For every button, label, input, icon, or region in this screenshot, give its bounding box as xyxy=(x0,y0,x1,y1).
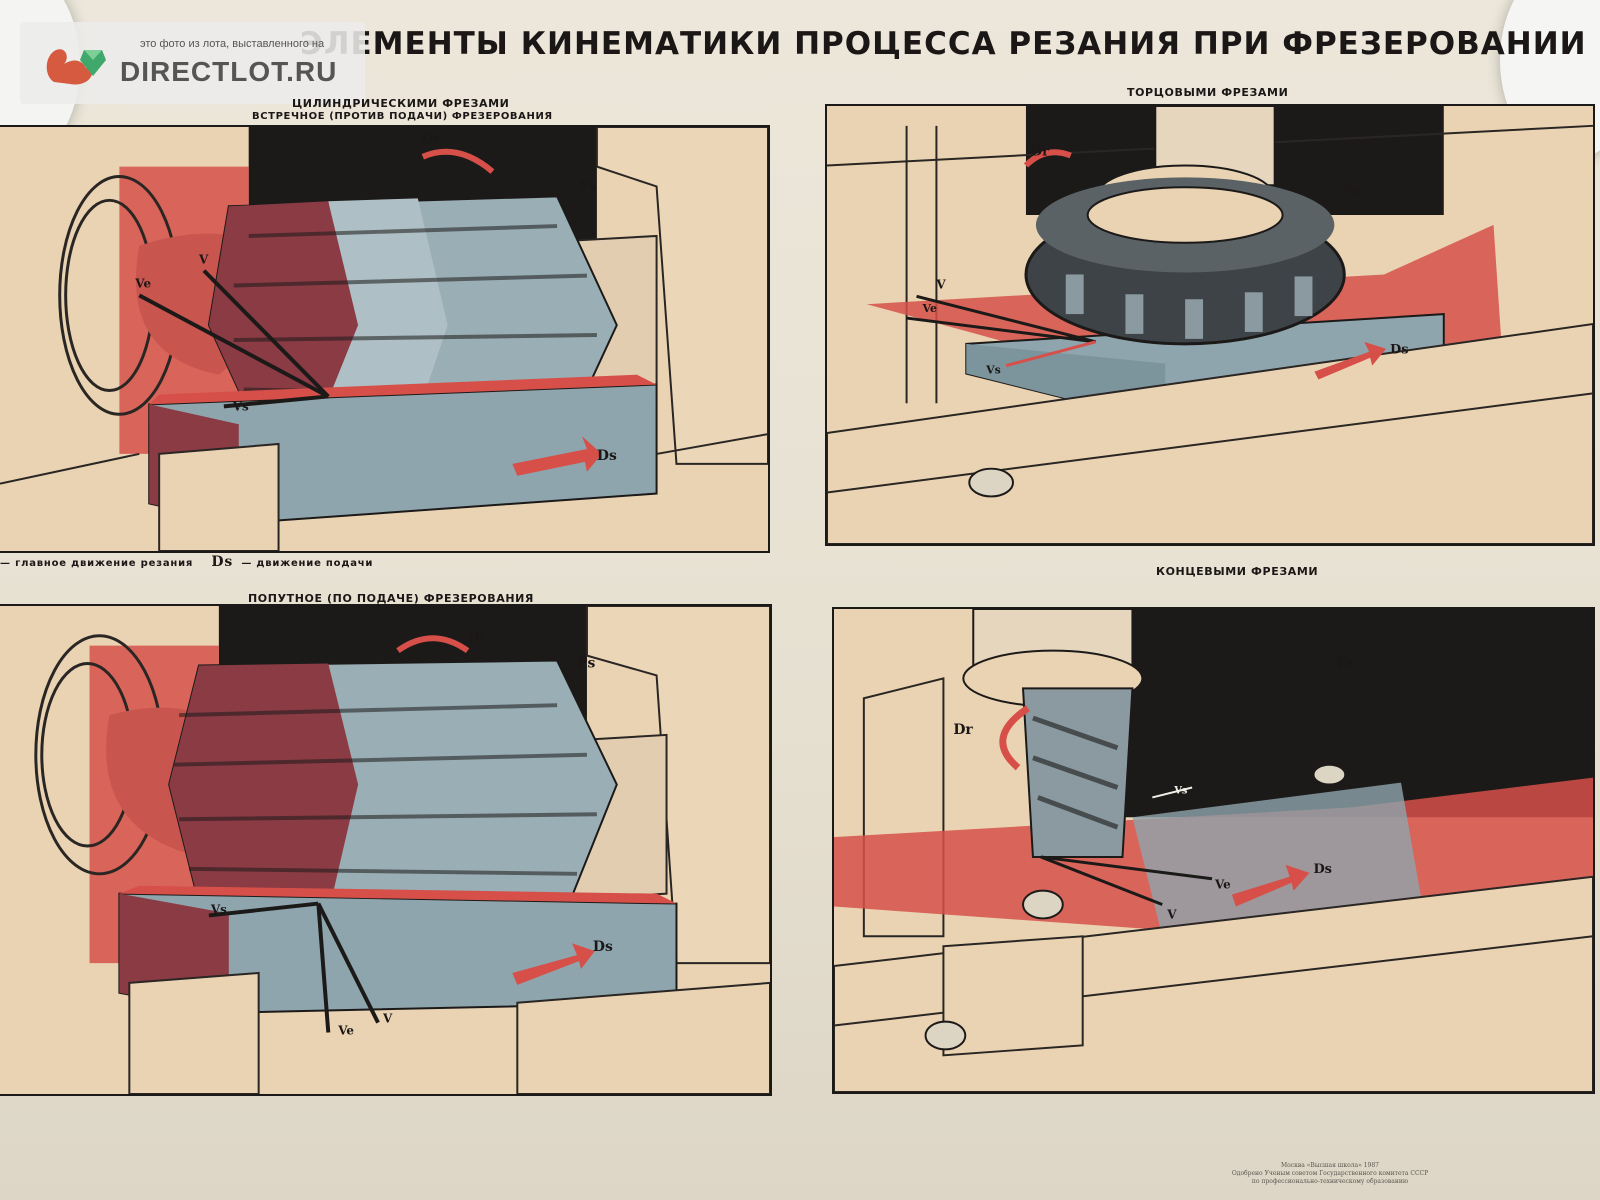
legend-feed-symbol: Ds xyxy=(211,554,234,570)
poster-title: ЭЛЕМЕНТЫ КИНЕМАТИКИ ПРОЦЕССА РЕЗАНИЯ ПРИ… xyxy=(300,26,1587,62)
symbol-ds: Ds xyxy=(597,448,617,464)
symbol-ve: Ve xyxy=(337,1024,354,1038)
symbol-dr: Dr xyxy=(421,131,441,147)
legend: — главное движение резания Ds — движение… xyxy=(0,554,373,570)
symbol-dr: Dr xyxy=(468,630,488,646)
legend-main-motion: — главное движение резания xyxy=(0,558,194,569)
imprint-line-1: Москва «Высшая школа» 1987 xyxy=(1281,1162,1379,1169)
panel-face-milling: Dr Ps V Ve Vs Ds xyxy=(825,104,1595,546)
symbol-v: V xyxy=(935,277,946,291)
symbol-ve: Ve xyxy=(1214,878,1231,892)
symbol-dr: Dr xyxy=(1031,145,1049,160)
symbol-ve: Ve xyxy=(134,277,151,291)
label-cylindrical: ЦИЛИНДРИЧЕСКИМИ ФРЕЗАМИ xyxy=(292,97,510,110)
symbol-ps: Ps xyxy=(579,178,597,194)
symbol-vs: Vs xyxy=(232,399,249,413)
symbol-ds: Ds xyxy=(1390,343,1408,358)
watermark: это фото из лота, выставленного на DIREC… xyxy=(20,22,365,104)
panel-down-milling: Dr Ps V Ve Vs Ds xyxy=(0,604,772,1096)
symbol-ps: Ps xyxy=(577,656,595,672)
watermark-brand: DIRECTLOT.RU xyxy=(120,56,338,87)
watermark-caption: это фото из лота, выставленного на xyxy=(140,38,325,50)
symbol-ps: Ps xyxy=(1336,656,1353,671)
symbol-v: V xyxy=(198,253,209,267)
label-down-milling: ПОПУТНОЕ (ПО ПОДАЧЕ) ФРЕЗЕРОВАНИЯ xyxy=(248,592,534,605)
symbol-v: V xyxy=(382,1012,393,1026)
symbol-vs: Vs xyxy=(985,364,1001,377)
legend-feed-motion: — движение подачи xyxy=(241,558,374,569)
symbol-v: V xyxy=(1166,907,1177,921)
symbol-ds: Ds xyxy=(1313,862,1331,877)
symbol-vs: Vs xyxy=(1173,785,1188,796)
symbol-ps: Ps xyxy=(1344,184,1360,198)
label-up-milling: ВСТРЕЧНОЕ (ПРОТИВ ПОДАЧИ) ФРЕЗЕРОВАНИЯ xyxy=(252,111,553,122)
panel-up-milling: Dr Ps V Ve Vs Ds xyxy=(0,125,770,553)
label-end-milling: КОНЦЕВЫМИ ФРЕЗАМИ xyxy=(1156,565,1319,578)
symbol-dr: Dr xyxy=(953,722,973,738)
imprint-line-3: по профессионально-техническому образова… xyxy=(1251,1178,1409,1185)
squirrel-logo-icon xyxy=(46,49,106,85)
symbol-vs: Vs xyxy=(210,902,227,916)
imprint-line-2: Одобрено Ученым советом Государственного… xyxy=(1231,1170,1429,1177)
symbol-ve: Ve xyxy=(921,302,936,315)
imprint: Москва «Высшая школа» 1987 Одобрено Учен… xyxy=(1170,1162,1490,1186)
symbol-ds: Ds xyxy=(593,939,613,955)
panel-end-milling: Dr Ps V Ve Vs Ds xyxy=(832,607,1595,1094)
label-face-milling: ТОРЦОВЫМИ ФРЕЗАМИ xyxy=(1127,86,1289,99)
